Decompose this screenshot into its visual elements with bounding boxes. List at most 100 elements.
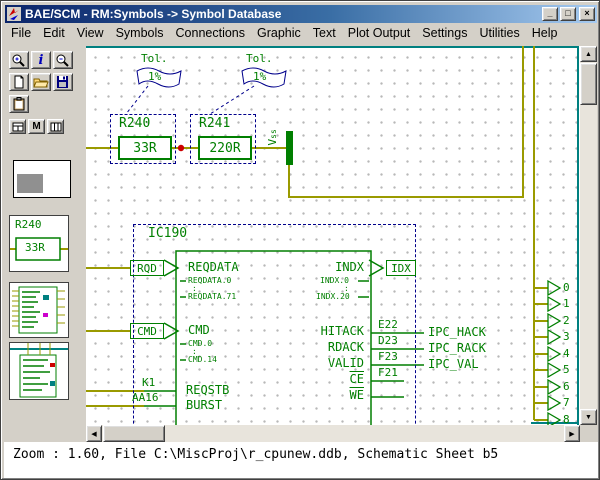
menu-view[interactable]: View bbox=[76, 26, 104, 40]
r240-ref: R240 bbox=[119, 116, 151, 131]
menu-connections[interactable]: Connections bbox=[175, 26, 246, 40]
valid-pin: F23 bbox=[378, 350, 398, 363]
menu-bar: File Edit View Symbols Connections Graph… bbox=[5, 24, 597, 42]
selection-box-ic190[interactable] bbox=[133, 224, 416, 425]
ic2-thumb-graphic bbox=[10, 343, 68, 398]
scroll-down-button[interactable]: ▼ bbox=[580, 409, 597, 425]
menu-edit[interactable]: Edit bbox=[43, 26, 65, 40]
ic-body-outline bbox=[144, 250, 424, 425]
idx-pin-box[interactable]: IDX bbox=[386, 260, 416, 276]
flag1-name: Tol. bbox=[141, 52, 168, 65]
tile-windows-button[interactable] bbox=[9, 119, 26, 134]
selection-box-r241[interactable] bbox=[190, 114, 256, 164]
connector-pin-6: 6 bbox=[563, 380, 570, 393]
schematic-canvas[interactable]: Tol. 1% Tol. 1% R240 33R R241 220R Vss I… bbox=[86, 46, 580, 425]
split-windows-button[interactable] bbox=[47, 119, 64, 134]
indx-range-dots: : bbox=[344, 284, 349, 293]
hitack-pin: E22 bbox=[378, 318, 398, 331]
vertical-scrollbar[interactable]: ▲ ▼ bbox=[580, 46, 597, 425]
ce-pin: F21 bbox=[378, 366, 398, 379]
save-icon bbox=[57, 76, 68, 88]
zoom-in-icon bbox=[12, 54, 25, 67]
maximize-button[interactable]: □ bbox=[560, 7, 576, 21]
flag1-value: 1% bbox=[148, 70, 162, 83]
resistor-thumb-graphic bbox=[10, 237, 68, 261]
valid-signal: VALID bbox=[327, 356, 364, 370]
r241-ref: R241 bbox=[199, 116, 231, 131]
symbol-thumbnail-resistor[interactable]: R240 33R bbox=[9, 215, 69, 272]
r240-value: 33R bbox=[133, 140, 157, 156]
cmd-pin-label: CMD bbox=[137, 324, 157, 338]
overview-frame bbox=[13, 160, 71, 198]
scroll-left-button[interactable]: ◀ bbox=[86, 425, 102, 442]
info-icon: i bbox=[38, 52, 44, 68]
menu-utilities[interactable]: Utilities bbox=[479, 26, 520, 40]
menu-graphic[interactable]: Graphic bbox=[257, 26, 301, 40]
rdack-signal: RDACK bbox=[327, 340, 364, 354]
menu-plot-output[interactable]: Plot Output bbox=[347, 26, 411, 40]
connector-pin-8: 8 bbox=[563, 413, 570, 425]
cmd-pin-box[interactable]: CMD bbox=[130, 323, 164, 339]
status-bar: Zoom : 1.60, File C:\MiscProj\r_cpunew.d… bbox=[4, 442, 598, 478]
rqd-pin-box[interactable]: RQD bbox=[130, 260, 164, 276]
connector-pin-0: 0 bbox=[563, 281, 570, 294]
r241-value: 220R bbox=[209, 140, 241, 156]
flag2-value: 1% bbox=[253, 70, 267, 83]
ipc-rack-net: IPC_RACK bbox=[428, 341, 486, 355]
connector-pin-2: 2 bbox=[563, 314, 570, 327]
clipboard-button[interactable] bbox=[9, 95, 29, 113]
open-folder-button[interactable] bbox=[31, 73, 51, 91]
selection-box-r240[interactable] bbox=[110, 114, 176, 164]
bus-connector bbox=[547, 279, 562, 425]
menu-help[interactable]: Help bbox=[531, 26, 558, 40]
scroll-right-button[interactable]: ▶ bbox=[564, 425, 580, 442]
rqd-pin-label: RQD bbox=[137, 261, 157, 275]
vertical-scroll-thumb[interactable] bbox=[580, 63, 597, 105]
cascade-windows-button[interactable]: M bbox=[28, 119, 45, 134]
we-signal: WE bbox=[349, 388, 364, 402]
flag2-name: Tol. bbox=[246, 52, 273, 65]
k1-pin-label: K1 bbox=[142, 376, 156, 389]
scroll-up-button[interactable]: ▲ bbox=[580, 46, 597, 62]
zoom-out-button[interactable] bbox=[53, 51, 73, 69]
title-bar: BAE/SCM - RM:Symbols -> Symbol Database … bbox=[5, 5, 597, 23]
app-logo-icon[interactable] bbox=[7, 7, 21, 21]
open-folder-icon bbox=[33, 78, 49, 88]
hitack-signal: HITACK bbox=[320, 324, 364, 338]
info-button[interactable]: i bbox=[31, 51, 51, 69]
horizontal-scrollbar[interactable]: ◀ ▶ bbox=[86, 425, 580, 442]
cmd-range-dots: : bbox=[192, 347, 197, 356]
aa16-pin-label: AA16 bbox=[132, 391, 159, 404]
menu-settings[interactable]: Settings bbox=[422, 26, 468, 40]
tile-windows-icon bbox=[12, 122, 23, 131]
connector-pin-5: 5 bbox=[563, 363, 570, 376]
rdack-pin: D23 bbox=[378, 334, 398, 347]
status-text: Zoom : 1.60, File C:\MiscProj\r_cpunew.d… bbox=[13, 447, 499, 462]
ipc-hack-net: IPC_HACK bbox=[428, 325, 486, 339]
r241-body[interactable]: 220R bbox=[198, 136, 252, 160]
symbol-thumbnail-ic2[interactable] bbox=[9, 342, 69, 400]
overview-viewport[interactable] bbox=[17, 174, 43, 193]
indx-range-end: INDX.20 bbox=[316, 292, 350, 301]
cmd-signal: CMD bbox=[188, 323, 210, 337]
connector-pin-4: 4 bbox=[563, 347, 570, 360]
menu-file[interactable]: File bbox=[11, 26, 32, 40]
zoom-in-button[interactable] bbox=[9, 51, 29, 69]
r240-body[interactable]: 33R bbox=[118, 136, 172, 160]
save-button[interactable] bbox=[53, 73, 73, 91]
minimize-button[interactable]: _ bbox=[542, 7, 558, 21]
symbol-thumbnail-ic1[interactable] bbox=[9, 282, 69, 338]
junction-dot bbox=[177, 144, 185, 152]
reqdata-range-dots: : bbox=[192, 284, 197, 293]
vss-power-bar bbox=[286, 131, 293, 165]
menu-text[interactable]: Text bbox=[312, 26, 336, 40]
reqdata-range-start: REQDATA.0 bbox=[188, 276, 232, 285]
horizontal-scroll-thumb[interactable] bbox=[103, 425, 165, 442]
thumb-value: 33R bbox=[25, 241, 45, 254]
reqdata-signal: REQDATA bbox=[188, 260, 239, 274]
new-document-button[interactable] bbox=[9, 73, 29, 91]
menu-symbols[interactable]: Symbols bbox=[115, 26, 164, 40]
vss-power-label: Vss bbox=[265, 129, 279, 146]
close-button[interactable]: × bbox=[579, 7, 595, 21]
